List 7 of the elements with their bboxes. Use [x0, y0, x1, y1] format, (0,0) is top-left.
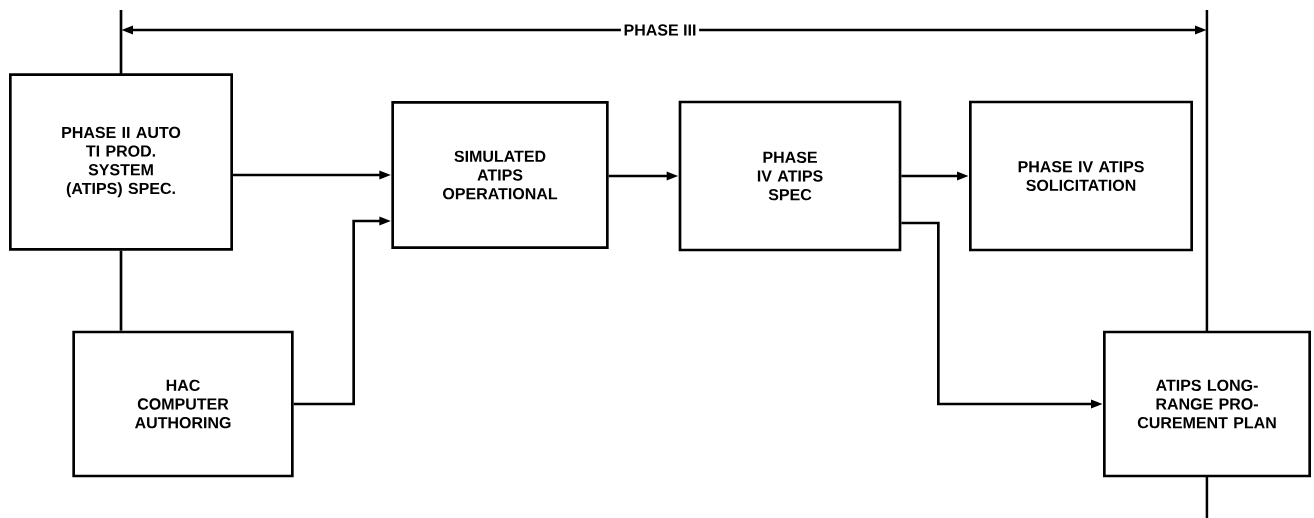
process-box: SIMULATED ATIPS OPERATIONAL	[391, 101, 609, 249]
dimension-label: PHASE III	[620, 21, 700, 39]
process-box: PHASE IV ATIPS SPEC	[678, 100, 902, 252]
process-box: HAC COMPUTER AUTHORING	[72, 330, 294, 478]
process-box: ATIPS LONG- RANGE PRO- CUREMENT PLAN	[1103, 330, 1311, 478]
process-box: PHASE II AUTO TI PROD. SYSTEM (ATIPS) SPEC.	[9, 73, 233, 251]
process-box: PHASE IV ATIPS SOLICITATION	[969, 100, 1193, 252]
